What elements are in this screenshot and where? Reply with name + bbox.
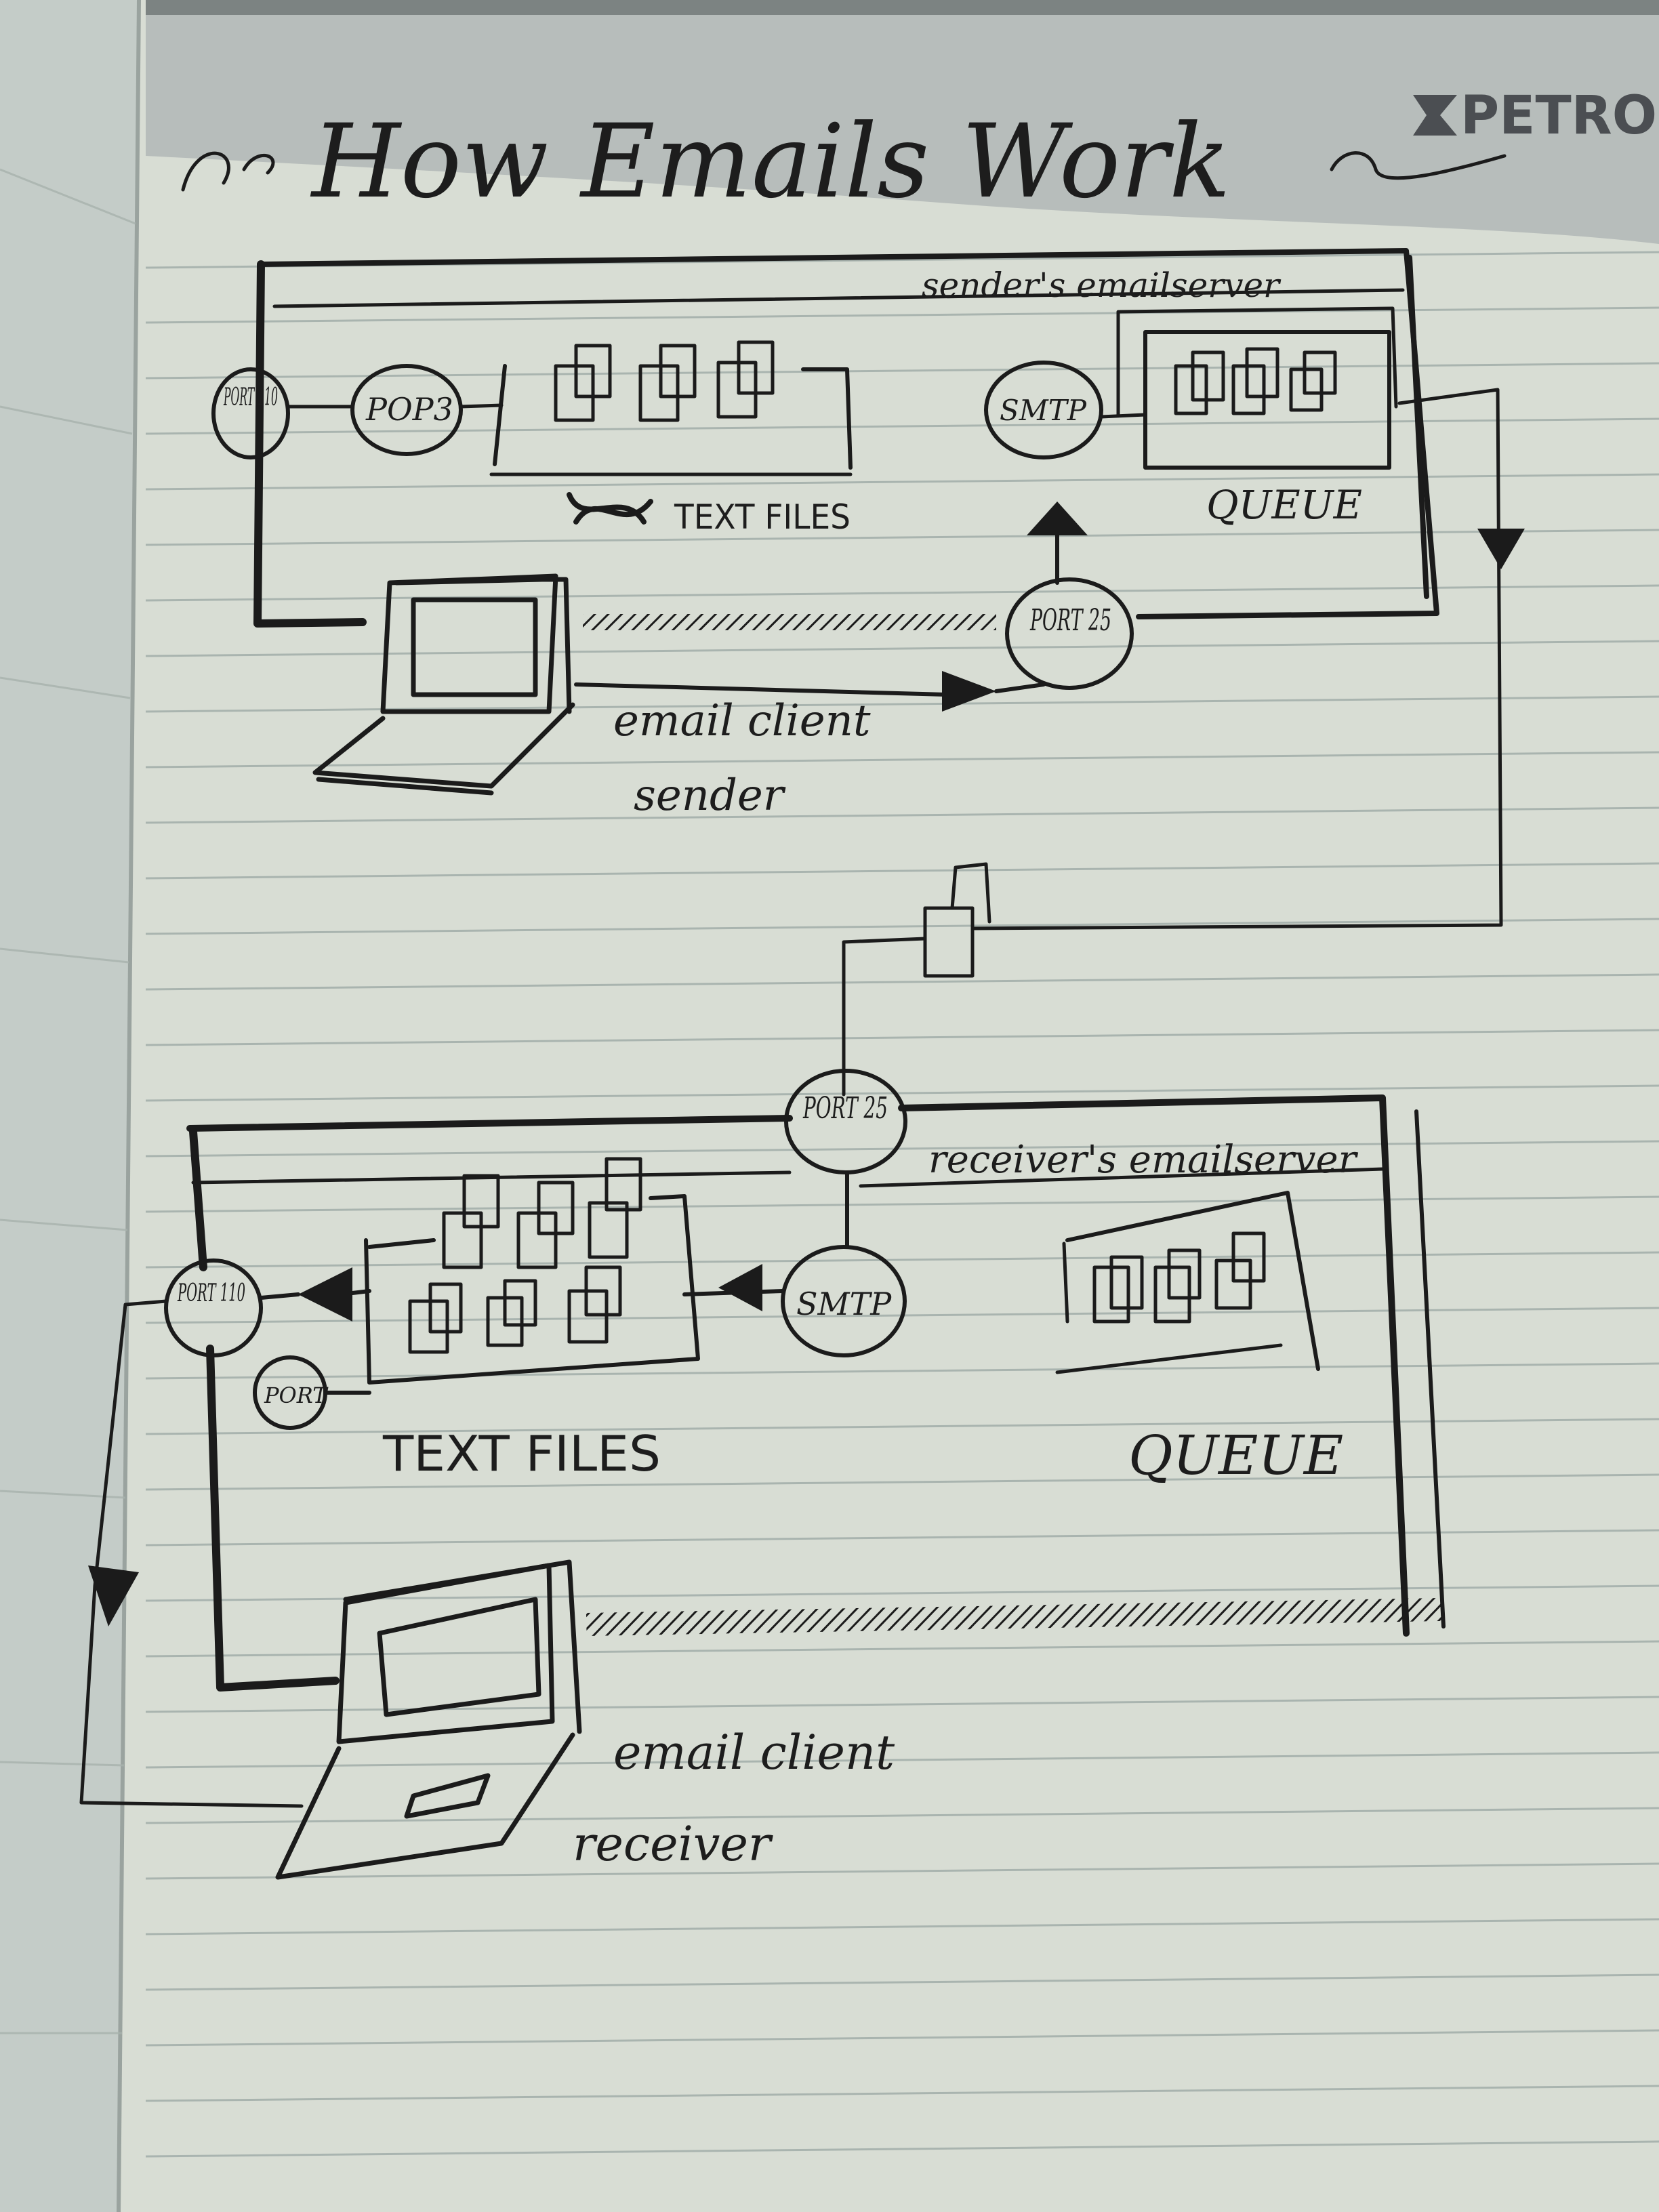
arrow-down-transfer-icon (1477, 529, 1525, 569)
sender-pop3-node (350, 364, 463, 456)
arrow-to-receiver-textfiles-icon (718, 1264, 762, 1311)
receiver-client-line1: email client (613, 1725, 895, 1780)
header-band (146, 0, 1659, 244)
receiver-server-label: receiver's emailserver (928, 1138, 1359, 1182)
in-transit-email-icon (923, 862, 991, 978)
right-page (119, 0, 1659, 2212)
sender-smtp-label: SMTP (1000, 394, 1087, 427)
receiver-textfiles-label: TEXT FILES (382, 1425, 661, 1482)
sender-port25-label: PORT 25 (1029, 603, 1111, 638)
receiver-queue-files-icon (1092, 1231, 1266, 1324)
sender-client-line2: sender (634, 771, 786, 821)
sender-queue-box (1143, 330, 1391, 470)
server-to-server-link (842, 388, 1525, 1097)
brand-name: PETRO (1460, 85, 1657, 146)
sender-queue-label: QUEUE (1206, 482, 1362, 528)
left-page (0, 0, 139, 2212)
arrow-to-sender-port25-icon (942, 671, 996, 712)
page-title: How Emails Work (310, 103, 1231, 221)
sender-client-line1: email client (613, 696, 871, 746)
receiver-queue-label: QUEUE (1128, 1424, 1343, 1487)
sender-port110-label: PORT 110 (224, 384, 278, 411)
sender-textfiles-bin (493, 364, 853, 470)
sender-textfiles-label: TEXT FILES (674, 497, 851, 537)
receiver-smtp-node (781, 1245, 907, 1357)
brand-logo: PETRO (1413, 85, 1657, 146)
arrow-to-receiver-port110-icon (298, 1267, 352, 1322)
receiver-email-files-icon (408, 1157, 642, 1354)
sender-port110-node (211, 367, 290, 459)
sender-server-label: sender's emailserver (922, 266, 1282, 305)
brand-mark-icon (1413, 95, 1457, 136)
receiver-port110-label: PORT 110 (177, 1279, 245, 1307)
arrow-down-to-receiver-client-icon (88, 1565, 139, 1626)
receiver-port-small-label: PORT (264, 1382, 329, 1408)
sender-server-hatch (583, 614, 996, 630)
arrow-to-sender-smtp-icon (1027, 501, 1088, 535)
sender-server-box: sender's emailserver PORT 110 POP3 TEXT … (211, 248, 1439, 690)
sender-smtp-node (984, 361, 1103, 459)
receiver-textfiles-bin (364, 1194, 700, 1385)
sender-queue-files-icon (1174, 347, 1337, 415)
page-gutter (117, 0, 141, 2212)
sender-email-files-icon (554, 340, 775, 422)
receiver-smtp-label: SMTP (796, 1286, 892, 1322)
receiver-client-line2: receiver (573, 1816, 773, 1872)
sender-port25-node (1005, 577, 1134, 690)
title-tail-swirl-icon (1330, 151, 1507, 180)
sender-laptop-icon (312, 573, 575, 796)
sender-pop3-label: POP3 (365, 391, 453, 428)
receiver-port25-label: PORT 25 (802, 1091, 888, 1126)
title-swirl-icon (181, 151, 275, 192)
receiver-port110-node (164, 1258, 263, 1357)
left-page-lines (0, 168, 136, 2034)
ruled-lines (145, 251, 1659, 2158)
sender-scribble-icon (567, 492, 653, 525)
receiver-queue-box (1065, 1191, 1320, 1371)
receiver-server-box: receiver's emailserver PORT 25 SMTP TEXT… (79, 1069, 1446, 1808)
receiver-laptop-icon (275, 1559, 582, 1880)
receiver-server-hatch (586, 1597, 1444, 1636)
